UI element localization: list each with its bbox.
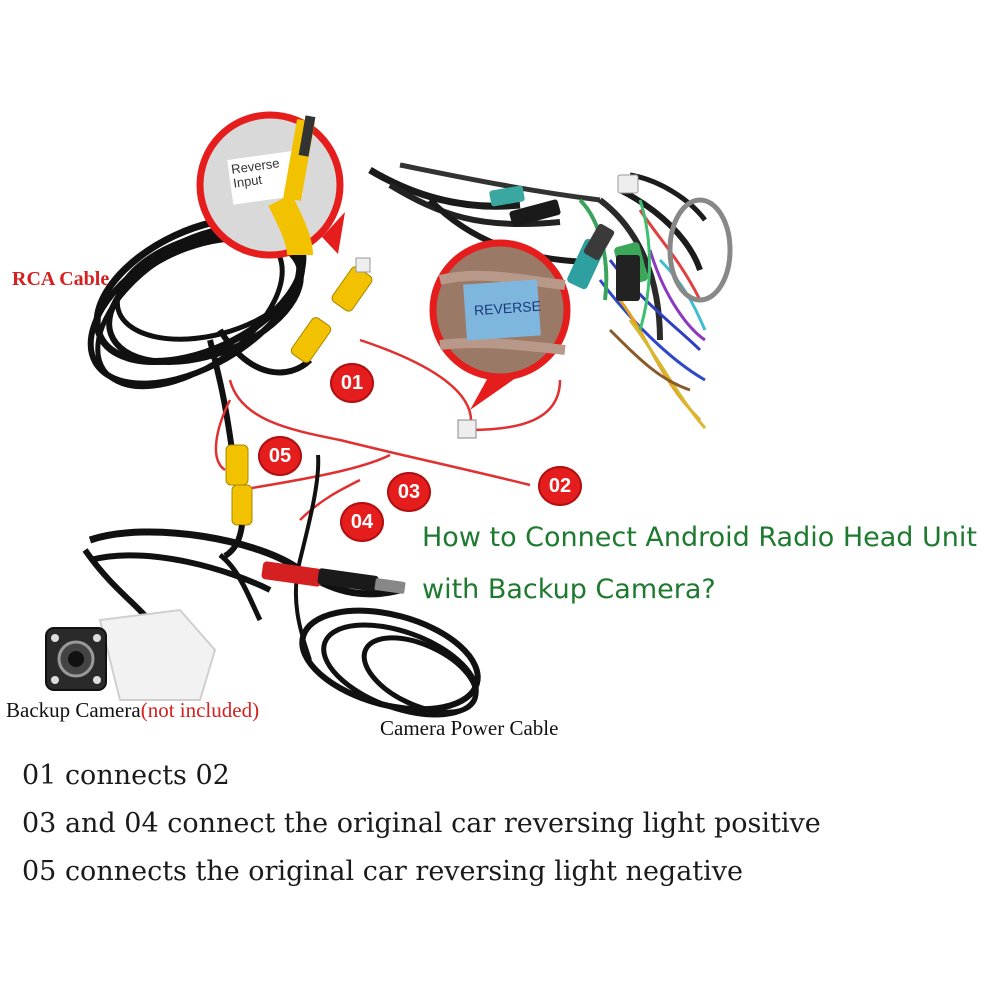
camera-power-cable [261, 561, 481, 718]
rca-yellow-connectors-top [290, 257, 373, 363]
not-included-note: (not included) [140, 698, 260, 722]
badge-02: 02 [538, 466, 582, 506]
badge-04: 04 [340, 502, 384, 542]
backup-camera-label: Backup Camera(not included) [6, 698, 259, 723]
red-trigger-wires [214, 338, 562, 521]
title-line-1: How to Connect Android Radio Head Unit [422, 522, 977, 553]
zoom-reverse-wire [429, 239, 571, 410]
badge-05: 05 [258, 436, 302, 476]
badge-01: 01 [330, 363, 374, 403]
note-line-3: 05 connects the original car reversing l… [22, 856, 744, 887]
zoom-reverse-input [196, 111, 345, 259]
backup-camera-text: Backup Camera [6, 698, 141, 722]
note-line-2: 03 and 04 connect the original car rever… [22, 808, 821, 839]
backup-camera-device [45, 608, 217, 701]
head-unit-wiring-harness [368, 162, 733, 429]
note-line-1: 01 connects 02 [22, 760, 230, 791]
camera-power-cable-label: Camera Power Cable [380, 716, 559, 740]
badge-03: 03 [387, 472, 431, 512]
title-line-2: with Backup Camera? [422, 574, 716, 605]
rca-cable-label: RCA Cable [12, 268, 110, 290]
spade-terminal [457, 419, 477, 439]
diagram-title: How to Connect Android Radio Head Unit w… [422, 512, 998, 616]
connection-notes: 01 connects 02 03 and 04 connect the ori… [22, 752, 982, 896]
